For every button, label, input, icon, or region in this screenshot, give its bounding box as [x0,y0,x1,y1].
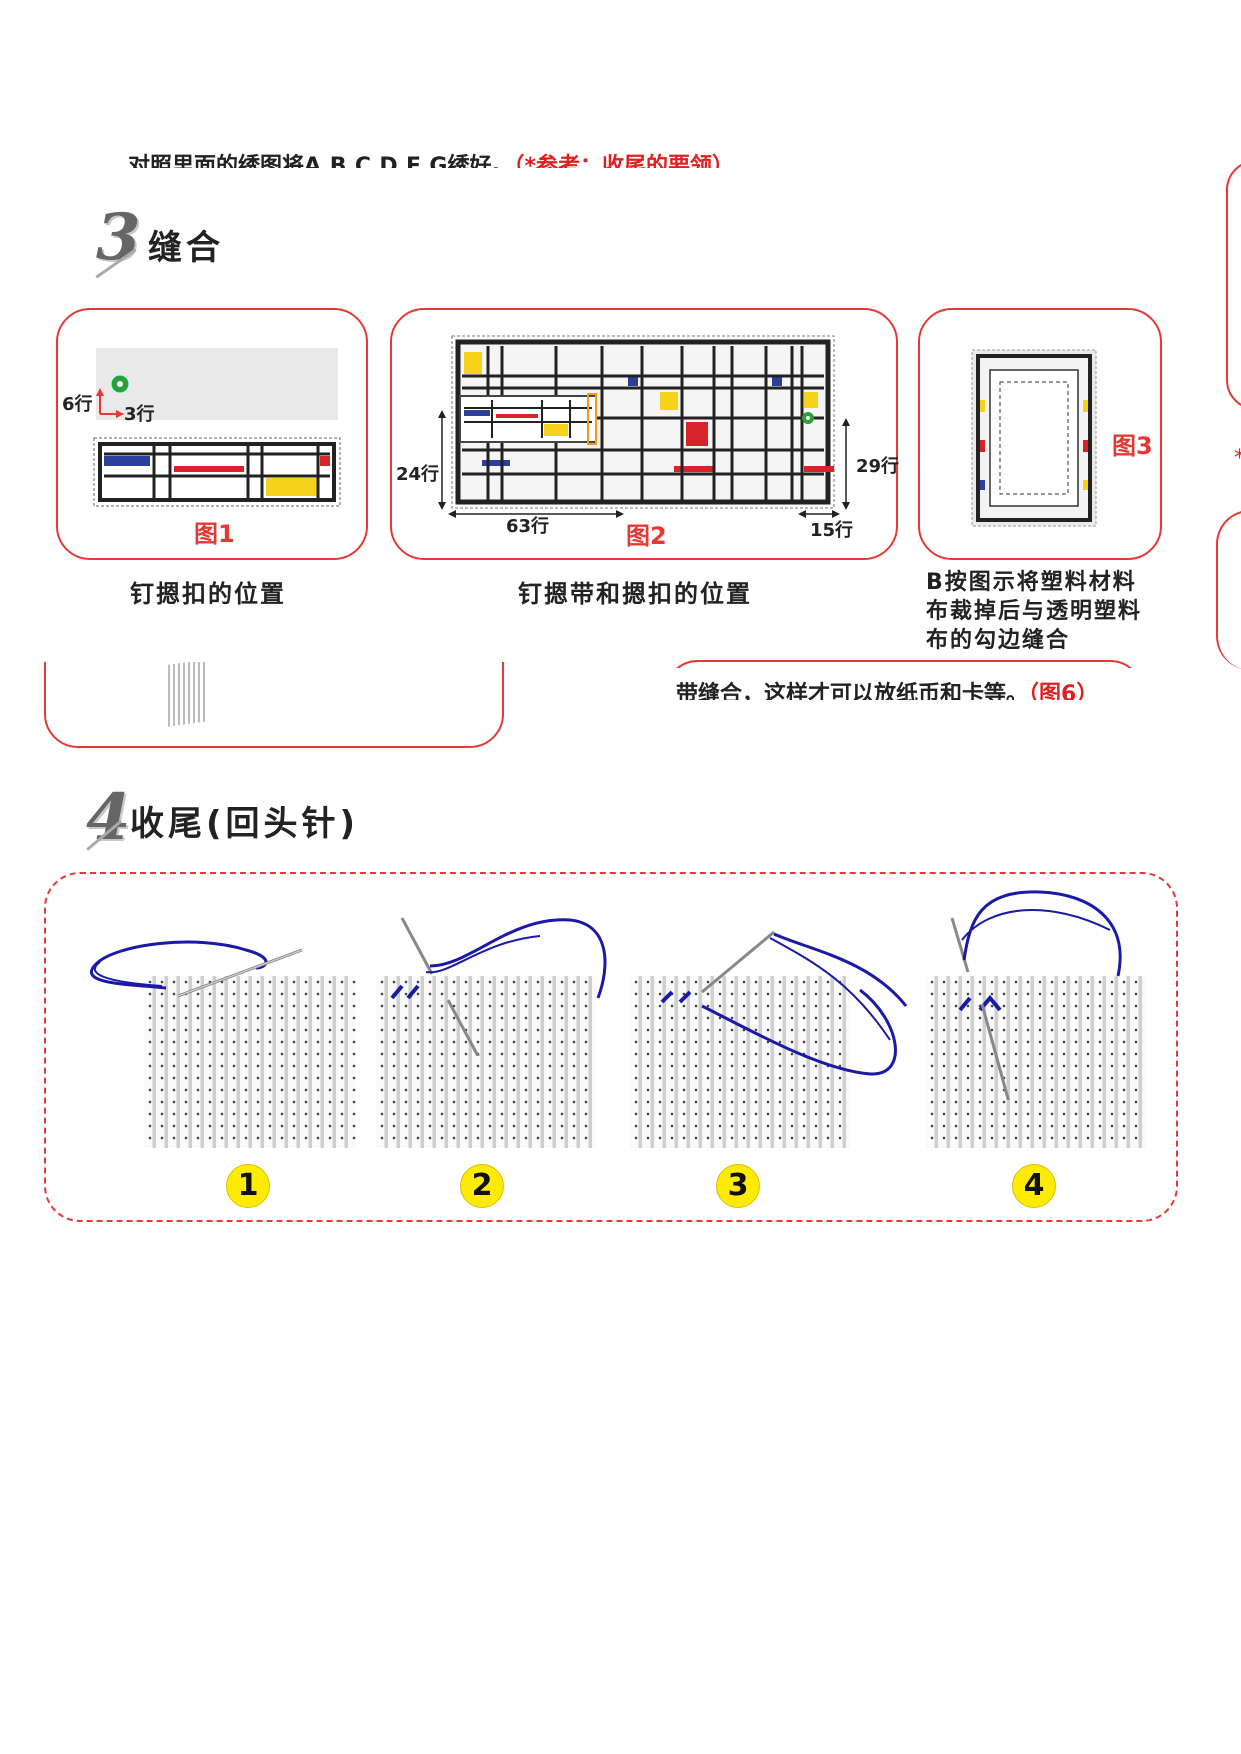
finishing-steps-box [44,872,1178,1222]
figure-2-diagram [438,335,850,518]
clipped-instruction-line: 对照里面的绣图将A,B,C,D,E,G绣好。（*参考：收尾的要领） [128,142,848,168]
step-2-fabric [376,976,596,1148]
step-3-badge: 3 [716,1164,760,1208]
fig3-caption: B按图示将塑料材料 布裁掉后与透明塑料 布的勾边缝合 [926,568,1142,655]
fig2-dim-15rows: 15行 [810,520,854,541]
section-title-3: 缝合 [148,228,224,268]
instruction-text: 对照里面的绣图将A,B,C,D,E,G绣好。 [128,154,514,168]
step-4-needle-thread [950,890,1122,1100]
partial-text-ref: （图6） [1028,682,1099,700]
step-2-needle-thread [390,917,607,1056]
right-edge-panel-bottom [1216,510,1241,670]
fig2-dim-63rows: 63行 [506,516,550,537]
step-2-badge: 2 [460,1164,504,1208]
fig2-dim-24rows: 24行 [396,464,440,485]
clipped-lower-right-top [664,660,1144,668]
figure-3-panel [918,308,1162,560]
partial-figure-image [168,662,208,727]
figure-1-panel [56,308,368,560]
fig1-caption: 钉摁扣的位置 [130,580,286,608]
clipped-lower-right-text: 带缝合，这样才可以放纸币和卡等。（图6） [676,680,1196,700]
fig3-caption-line-3: 布的勾边缝合 [926,628,1071,653]
fig2-dim-29rows: 29行 [856,456,900,477]
instruction-note: （*参考：收尾的要领） [513,154,734,168]
fig3-label: 图3 [1112,432,1153,460]
fig2-caption: 钉摁带和摁扣的位置 [518,580,752,608]
clipped-lower-left [44,662,504,748]
step-3-fabric [630,976,850,1148]
step-1-needle-thread [90,940,303,998]
fig3-caption-line-2: 布裁掉后与透明塑料 [926,599,1143,624]
figure-2-panel [390,308,898,560]
step-1-fabric [144,976,356,1148]
step-4-badge: 4 [1012,1164,1056,1208]
right-edge-panel-top [1226,160,1241,410]
section-title-4: 收尾(回头针) [130,804,360,844]
fig1-label: 图1 [194,520,235,548]
section-number-4: 4 [86,780,131,855]
fig1-dim-3rows: 3行 [124,404,155,425]
right-edge-mark: * [1234,446,1241,471]
step-1-badge: 1 [226,1164,270,1208]
figure-1-diagram [93,348,341,507]
fig2-label: 图2 [626,522,667,550]
fig1-dim-6rows: 6行 [62,394,93,415]
partial-text: 带缝合，这样才可以放纸币和卡等。 [676,682,1029,700]
step-3-needle-thread [660,930,908,1076]
figure-3-diagram [971,349,1097,527]
fig3-caption-line-1: B按图示将塑料材料 [926,570,1137,595]
